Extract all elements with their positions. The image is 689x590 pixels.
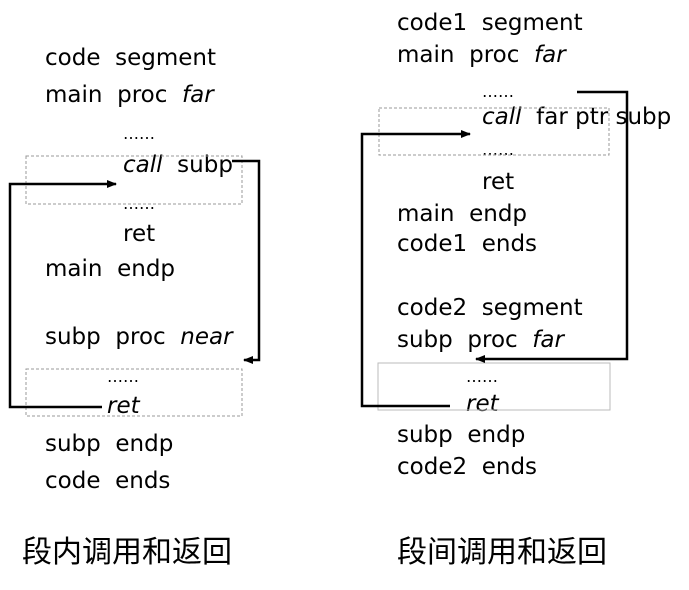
- left-dots-3: ……: [107, 367, 139, 386]
- left-return-arrow: [8, 180, 117, 409]
- left-call-arrow: [232, 159, 261, 364]
- left-dots-1: ……: [123, 124, 155, 143]
- right-main-proc: main proc far: [397, 42, 566, 68]
- right-return-arrow: [360, 130, 471, 408]
- right-subp-endp: subp endp: [397, 422, 526, 448]
- right-call-arrow: [475, 90, 629, 363]
- right-code1-segment: code1 segment: [397, 10, 583, 36]
- left-ret-main: ret: [123, 221, 156, 247]
- left-call-box: [25, 155, 243, 205]
- right-caption: 段间调用和返回: [397, 535, 607, 570]
- right-dots-1: ……: [482, 82, 514, 101]
- left-subp-endp: subp endp: [45, 431, 174, 457]
- left-main-proc: main proc far: [45, 82, 214, 108]
- right-subp-proc: subp proc far: [397, 327, 564, 353]
- right-dots-3: ……: [466, 367, 498, 386]
- left-code-ends: code ends: [45, 468, 171, 494]
- left-subp-proc: subp proc near: [45, 324, 233, 350]
- right-subp-box: [377, 362, 611, 411]
- right-ret-main: ret: [482, 169, 515, 195]
- left-caption: 段内调用和返回: [22, 535, 232, 570]
- right-call-line: call far ptr subp: [482, 104, 672, 130]
- right-ret-subp: ret: [466, 391, 499, 417]
- left-subp-box: [25, 368, 243, 417]
- right-code2-segment: code2 segment: [397, 295, 583, 321]
- right-call-box: [378, 107, 610, 156]
- left-main-endp: main endp: [45, 256, 176, 282]
- left-code-segment: code segment: [45, 45, 216, 71]
- right-dots-2: ……: [482, 140, 514, 159]
- left-ret-subp: ret: [107, 393, 140, 419]
- right-code1-ends: code1 ends: [397, 231, 538, 257]
- right-code2-ends: code2 ends: [397, 454, 538, 480]
- right-main-endp: main endp: [397, 201, 528, 227]
